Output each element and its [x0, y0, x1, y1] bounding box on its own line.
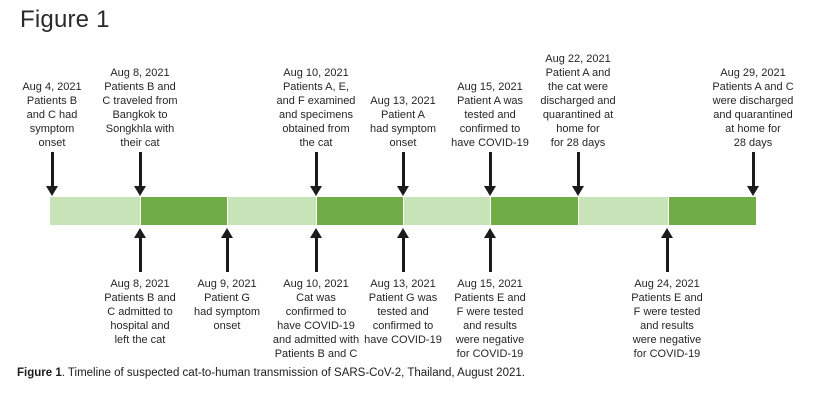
arrow-head: [397, 228, 409, 238]
arrow-stem: [665, 238, 669, 272]
event-label: Aug 15, 2021 Patient A was tested and co…: [451, 81, 529, 149]
arrow-stem: [225, 238, 229, 272]
event-label: Aug 10, 2021 Patients A, E, and F examin…: [276, 67, 356, 149]
event-label: Aug 15, 2021 Patients E and F were teste…: [454, 278, 526, 360]
timeline-segment-4: [316, 197, 403, 225]
timeline-event-above-6: Aug 22, 2021 Patient A and the cat were …: [522, 28, 634, 196]
arrow-stem: [401, 238, 405, 272]
event-label: Aug 8, 2021 Patients B and C admitted to…: [104, 278, 176, 346]
arrow-stem: [401, 152, 405, 186]
timeline-event-above-3: Aug 10, 2021 Patients A, E, and F examin…: [260, 28, 372, 196]
event-label: Aug 8, 2021 Patients B and C traveled fr…: [102, 67, 178, 149]
arrow-head: [221, 228, 233, 238]
timeline-segment-8: [668, 197, 756, 225]
timeline-event-below-5: Aug 15, 2021 Patients E and F were teste…: [434, 228, 546, 361]
arrow-down-icon: [46, 152, 58, 196]
arrow-down-icon: [484, 152, 496, 196]
arrow-down-icon: [134, 152, 146, 196]
timeline-bar: [50, 197, 756, 225]
arrow-up-icon: [397, 228, 409, 272]
arrow-down-icon: [747, 152, 759, 196]
arrow-stem: [138, 152, 142, 186]
timeline-event-above-5: Aug 15, 2021 Patient A was tested and co…: [434, 28, 546, 196]
arrow-head: [310, 186, 322, 196]
event-label: Aug 4, 2021 Patients B and C had symptom…: [22, 81, 82, 149]
arrow-stem: [138, 238, 142, 272]
timeline-event-above-7: Aug 29, 2021 Patients A and C were disch…: [697, 28, 809, 196]
figure-title: Figure 1: [20, 6, 110, 33]
timeline-event-above-4: Aug 13, 2021 Patient A had symptom onset: [347, 28, 459, 196]
timeline-event-below-6: Aug 24, 2021 Patients E and F were teste…: [611, 228, 723, 361]
arrow-head: [484, 186, 496, 196]
event-label: Aug 9, 2021 Patient G had symptom onset: [193, 278, 261, 332]
arrow-up-icon: [221, 228, 233, 272]
arrow-stem: [488, 238, 492, 272]
timeline-segment-3: [227, 197, 316, 225]
arrow-stem: [751, 152, 755, 186]
timeline-event-above-2: Aug 8, 2021 Patients B and C traveled fr…: [84, 28, 196, 196]
event-label: Aug 29, 2021 Patients A and C were disch…: [712, 67, 794, 149]
timeline-event-above-1: Aug 4, 2021 Patients B and C had symptom…: [0, 28, 108, 196]
event-label: Aug 22, 2021 Patient A and the cat were …: [540, 53, 616, 149]
arrow-head: [310, 228, 322, 238]
arrow-stem: [488, 152, 492, 186]
timeline-event-below-3: Aug 10, 2021 Cat was confirmed to have C…: [260, 228, 372, 361]
arrow-stem: [314, 152, 318, 186]
figure-caption: Figure 1. Timeline of suspected cat-to-h…: [17, 367, 525, 379]
arrow-down-icon: [310, 152, 322, 196]
arrow-head: [134, 228, 146, 238]
figure-caption-text: . Timeline of suspected cat-to-human tra…: [61, 367, 525, 379]
timeline-segment-6: [490, 197, 578, 225]
arrow-stem: [576, 152, 580, 186]
arrow-head: [397, 186, 409, 196]
arrow-up-icon: [134, 228, 146, 272]
event-label: Aug 13, 2021 Patient A had symptom onset: [369, 95, 437, 149]
arrow-head: [46, 186, 58, 196]
arrow-head: [661, 228, 673, 238]
timeline-segment-7: [578, 197, 668, 225]
arrow-down-icon: [397, 152, 409, 196]
arrow-down-icon: [572, 152, 584, 196]
event-label: Aug 10, 2021 Cat was confirmed to have C…: [272, 278, 360, 360]
arrow-up-icon: [310, 228, 322, 272]
timeline-segment-1: [50, 197, 140, 225]
timeline-event-below-2: Aug 9, 2021 Patient G had symptom onset: [171, 228, 283, 333]
arrow-head: [572, 186, 584, 196]
arrow-stem: [314, 238, 318, 272]
arrow-up-icon: [661, 228, 673, 272]
timeline-segment-5: [403, 197, 490, 225]
timeline-event-below-4: Aug 13, 2021 Patient G was tested and co…: [347, 228, 459, 347]
timeline-segment-2: [140, 197, 227, 225]
arrow-head: [484, 228, 496, 238]
arrow-up-icon: [484, 228, 496, 272]
arrow-stem: [50, 152, 54, 186]
event-label: Aug 13, 2021 Patient G was tested and co…: [364, 278, 442, 346]
arrow-head: [747, 186, 759, 196]
event-label: Aug 24, 2021 Patients E and F were teste…: [631, 278, 703, 360]
arrow-head: [134, 186, 146, 196]
timeline-event-below-1: Aug 8, 2021 Patients B and C admitted to…: [84, 228, 196, 347]
figure-caption-label: Figure 1: [17, 367, 62, 379]
